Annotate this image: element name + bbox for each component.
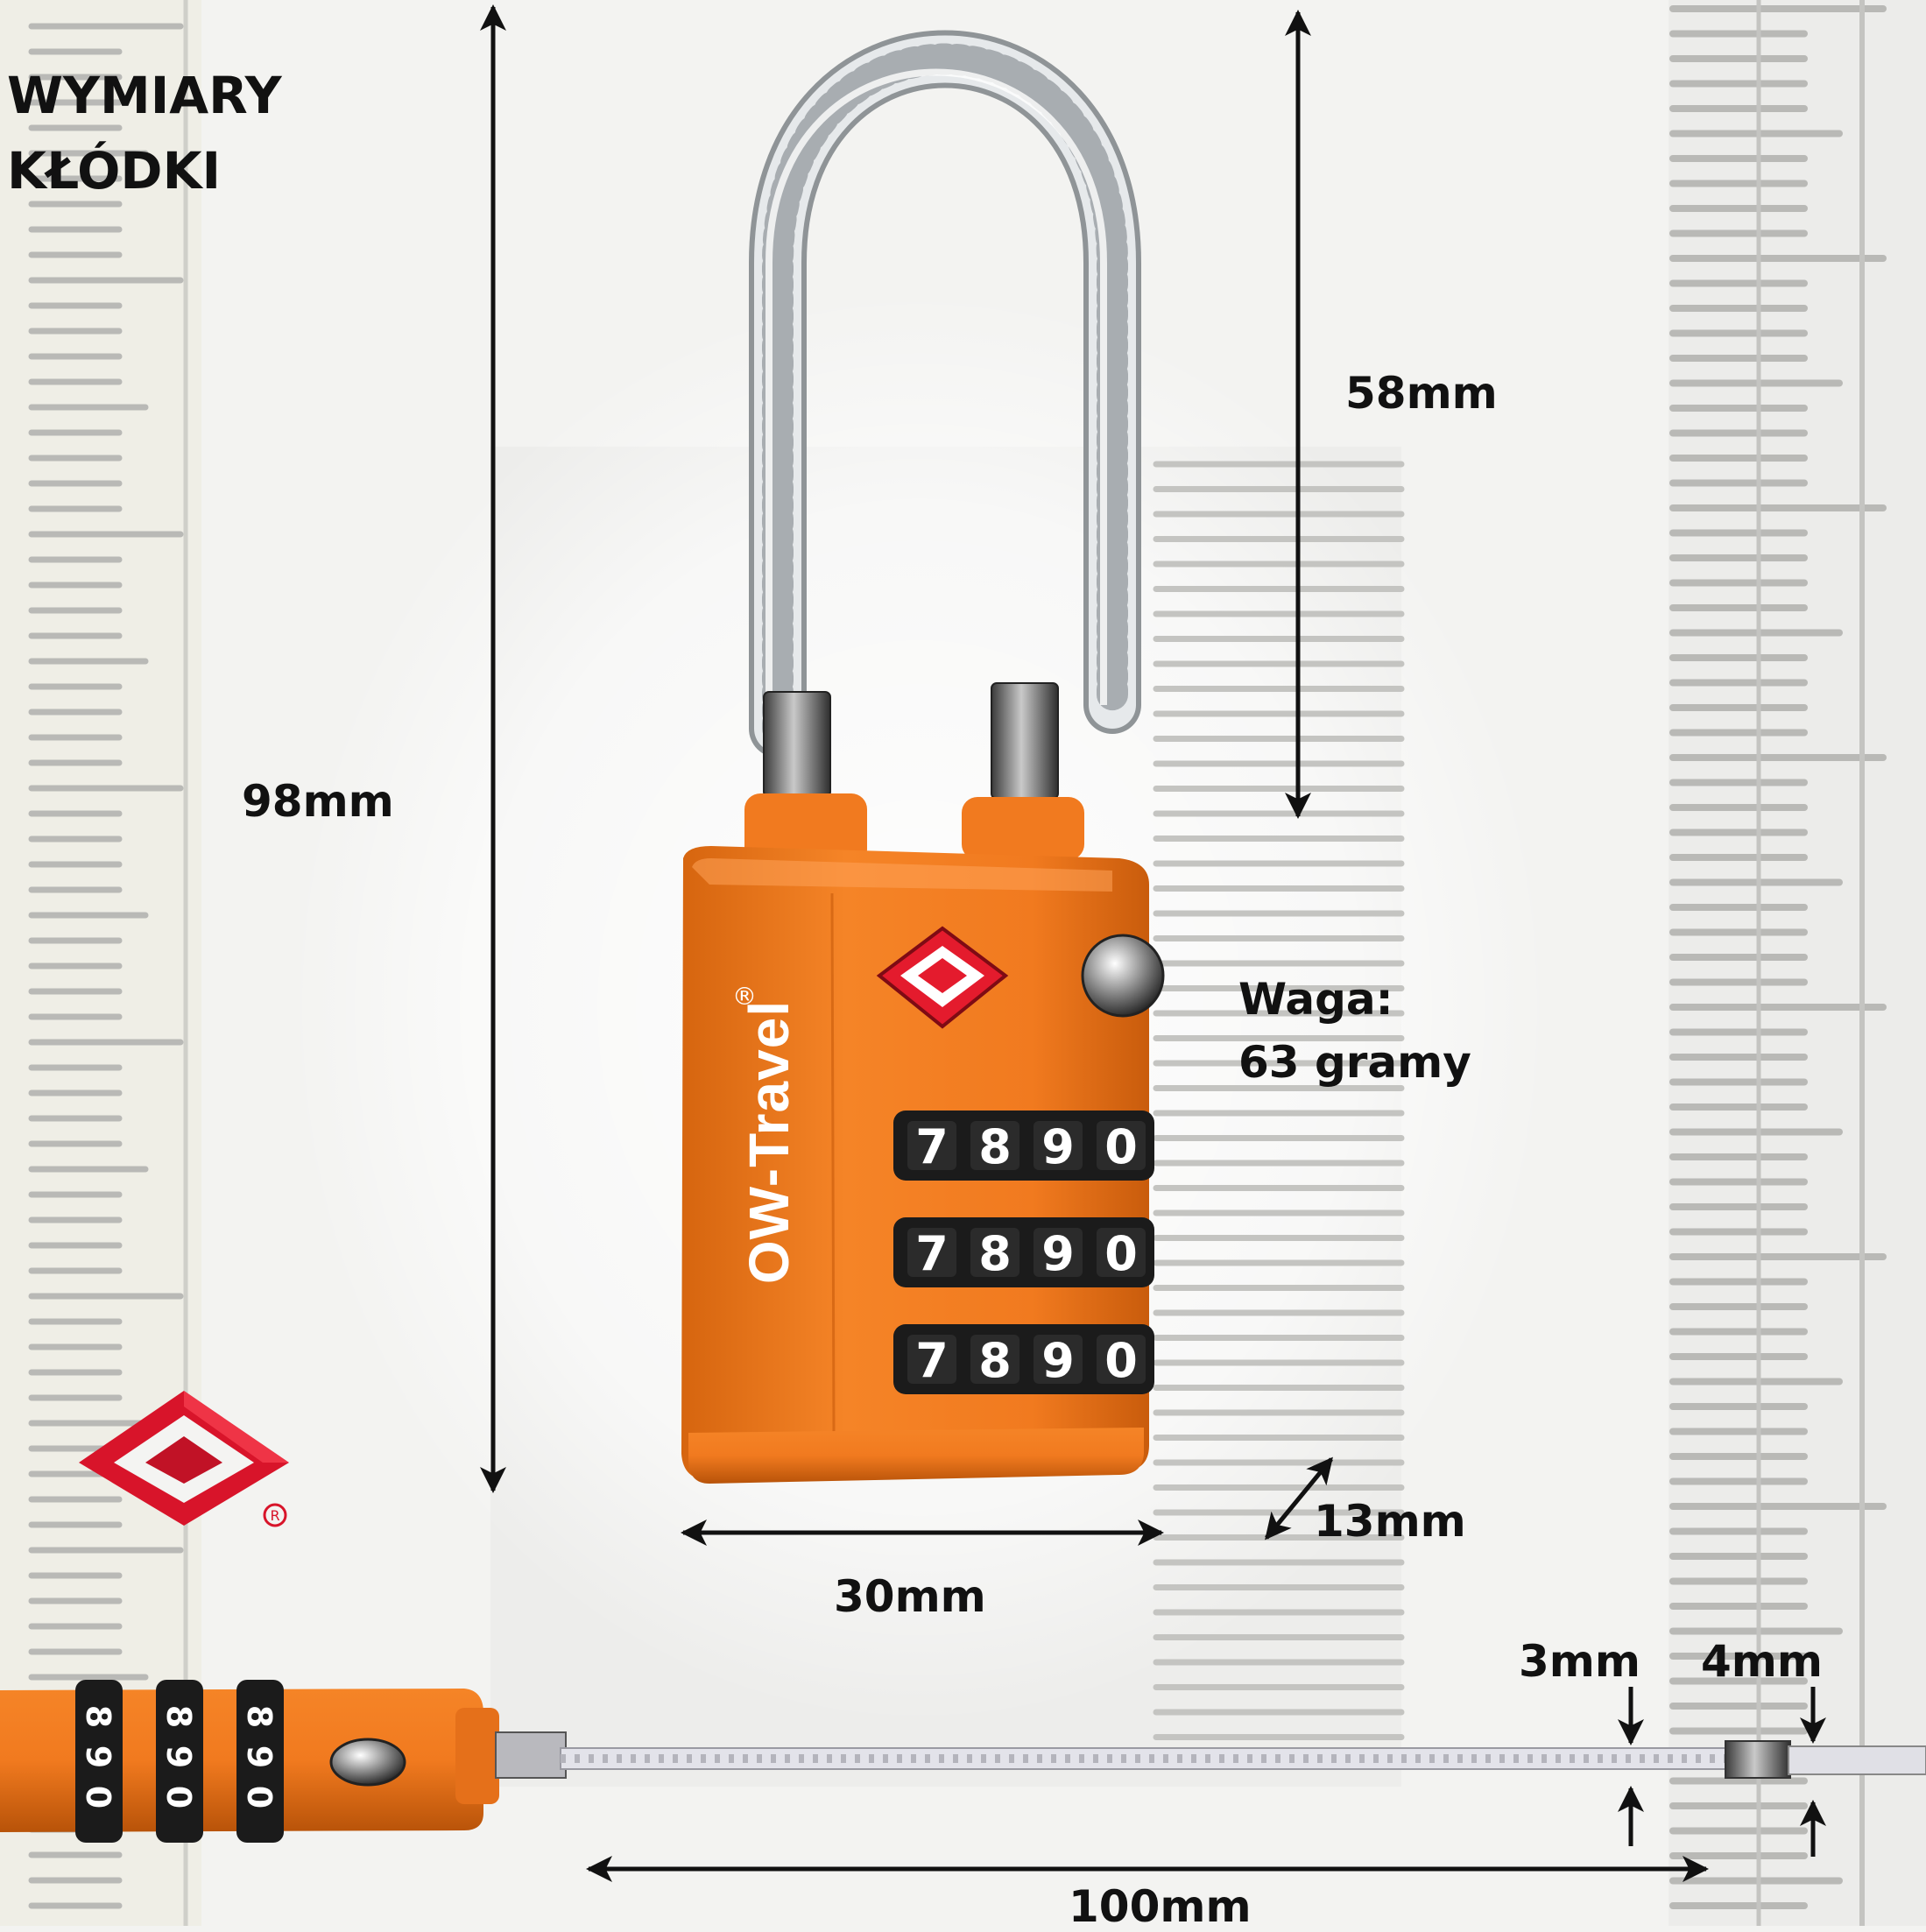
dial-digit: 9 [1041,1119,1075,1174]
lock-side-view: 8 9 0 8 9 0 8 9 0 [0,1680,1926,1843]
dimension-arrows [480,4,1826,1882]
side-dials: 8 9 0 8 9 0 8 9 0 [75,1680,284,1843]
dial-digit: 7 [915,1333,949,1388]
dial-digit: 0 [1104,1333,1138,1388]
weight-value: 63 gramy [1238,1037,1471,1088]
label-cable-diameter: 3mm [1519,1636,1640,1687]
dial-digit-bg [1034,1335,1083,1384]
dial-digit-bg [1097,1228,1146,1277]
dial-digit-bg [1097,1335,1146,1384]
tsa-lock-icon [876,926,1009,1029]
side-dial-digit: 0 [159,1786,198,1809]
brand-name: OW-Travel [737,999,801,1285]
dial-digit-bg [907,1121,956,1170]
side-dial-digit: 9 [240,1745,279,1768]
dial-digit-bg [1034,1228,1083,1277]
label-cable-length: 100mm [1069,1881,1252,1932]
dial-digit-bg [970,1121,1019,1170]
dial-digit: 8 [978,1226,1012,1281]
label-body-depth: 13mm [1314,1496,1466,1547]
side-dial-digit: 0 [79,1786,117,1809]
label-body-width: 30mm [834,1571,986,1622]
dial-digit-bg [970,1335,1019,1384]
dial-wheel [893,1111,1154,1181]
registered-icon-letter: R [270,1507,279,1524]
cable-shackle [749,30,1141,758]
side-dial-wheel [156,1680,203,1843]
dial-digit-bg [1034,1121,1083,1170]
side-dial-wheel [236,1680,284,1843]
dial-digit-bg [907,1228,956,1277]
weight-label: Waga: [1238,974,1393,1025]
dial-digit: 9 [1041,1333,1075,1388]
release-button-icon [1081,934,1165,1018]
page-title-line-1: WYMIARY [7,66,282,125]
brand-registered-mark: ® [732,982,757,1011]
side-dial-digit: 8 [79,1705,117,1728]
label-cable-height: 58mm [1345,368,1498,419]
label-total-height: 98mm [242,776,394,827]
page-title-line-2: KŁÓDKI [7,141,222,201]
side-dial-digit: 8 [159,1705,198,1728]
dial-digit: 0 [1104,1226,1138,1281]
arrow-body-depth [1265,1456,1333,1541]
side-release-button-icon [329,1738,406,1787]
registered-icon [263,1503,287,1527]
dial-wheel [893,1324,1154,1394]
dial-digit: 8 [978,1333,1012,1388]
dial-digit-bg [907,1335,956,1384]
side-dial-digit: 9 [159,1745,198,1768]
side-dial-digit: 9 [79,1745,117,1768]
dial-digit: 7 [915,1226,949,1281]
side-dial-digit: 8 [240,1705,279,1728]
dial-digit: 0 [1104,1119,1138,1174]
dial-digit-bg [970,1228,1019,1277]
cable-ferrules [763,682,1059,800]
dial-wheel [893,1217,1154,1287]
dial-digit-bg [1097,1121,1146,1170]
dial-digit: 8 [978,1119,1012,1174]
dial-digit: 9 [1041,1226,1075,1281]
label-cable-end-diameter: 4mm [1701,1636,1823,1687]
tsa-logo-icon: R [79,1391,289,1527]
side-dial-wheel [75,1680,123,1843]
dial-digit: 7 [915,1119,949,1174]
ruler-ticks-left [28,23,184,1909]
side-dial-digit: 0 [240,1786,279,1809]
ruler-ticks-right [1669,5,1887,1909]
